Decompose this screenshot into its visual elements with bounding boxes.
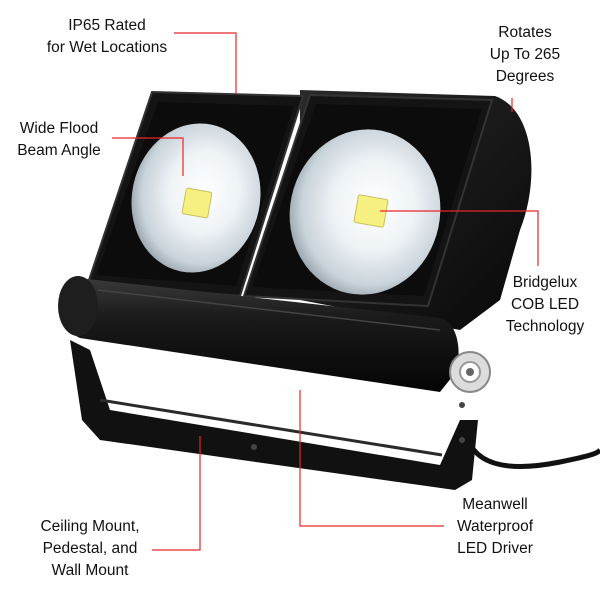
callout-cob-line2: COB LED [510, 296, 580, 313]
callout-rotates-line1: Rotates [498, 24, 552, 41]
right-lens-panel [242, 93, 494, 308]
right-led-chip [353, 194, 389, 228]
driver-bar [58, 276, 459, 392]
callout-ip65-line2: for Wet Locations [46, 39, 168, 56]
callout-line-ip65 [174, 32, 237, 94]
callout-line-mount [152, 436, 201, 551]
power-cable [465, 438, 600, 469]
callout-cob-line1: Bridgelux [512, 274, 578, 291]
callout-rotates-line2: Up To 265 [489, 46, 561, 63]
callout-led-driver: Meanwell Waterproof LED Driver [440, 494, 550, 560]
callout-driver-line3: LED Driver [457, 540, 533, 557]
left-lens-panel [86, 90, 305, 298]
callout-ip65-line1: IP65 Rated [68, 17, 146, 34]
callout-beam-line1: Wide Flood [19, 120, 99, 137]
callout-driver-line2: Waterproof [456, 518, 534, 535]
callout-driver-line1: Meanwell [462, 496, 528, 513]
callout-mount-line2: Pedestal, and [42, 540, 138, 557]
callout-lines [112, 32, 539, 551]
callout-mount-options: Ceiling Mount, Pedestal, and Wall Mount [15, 516, 165, 582]
swivel-knob [449, 351, 491, 393]
callout-line-beam [112, 137, 184, 176]
callout-beam-angle: Wide Flood Beam Angle [4, 118, 114, 162]
callout-cob-led: Bridgelux COB LED Technology [490, 272, 600, 338]
callout-ip65-rated: IP65 Rated for Wet Locations [22, 15, 192, 59]
callout-mount-line3: Wall Mount [51, 562, 129, 579]
callout-cob-line3: Technology [505, 318, 585, 335]
callout-rotates-line3: Degrees [495, 68, 555, 85]
callout-line-cob [380, 210, 539, 266]
callout-line-driver [299, 390, 444, 527]
callout-mount-line1: Ceiling Mount, [40, 518, 140, 535]
callout-beam-line2: Beam Angle [17, 142, 101, 159]
mounting-bracket [70, 340, 478, 490]
left-led-chip [181, 187, 213, 219]
callout-rotates: Rotates Up To 265 Degrees [470, 22, 580, 88]
